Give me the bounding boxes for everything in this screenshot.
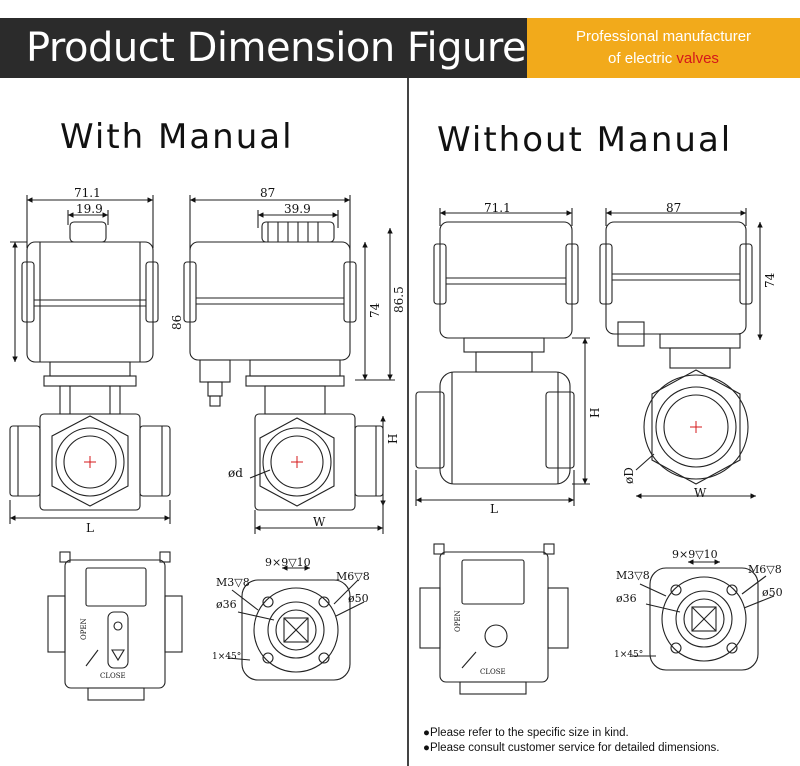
wm-spec-d36: ø36	[216, 598, 237, 611]
nm-spec-d36: ø36	[616, 592, 637, 605]
nm-front-view	[415, 208, 590, 506]
nm-dim-H: H	[588, 407, 602, 418]
wm-dim-L: L	[86, 521, 94, 535]
nm-flange-view	[632, 559, 775, 671]
tagline-box: Professional manufacturer of electric va…	[527, 18, 800, 78]
nm-spec-chamfer: 1×45°	[614, 650, 644, 660]
wm-dim-74: 74	[368, 302, 382, 318]
wm-dim-side-top: 39.9	[284, 202, 311, 216]
nm-dim-74: 74	[763, 272, 777, 288]
footnotes: ●Please refer to the specific size in ki…	[423, 726, 720, 756]
wm-spec-m3: M3▽8	[216, 576, 250, 589]
page-title: Product Dimension Figure	[26, 25, 527, 71]
wm-flange-view	[227, 565, 365, 681]
nm-dim-side-width: 87	[666, 201, 682, 215]
wm-side-view	[183, 195, 395, 534]
nm-dim-width: 71.1	[484, 201, 511, 215]
title-banner: Product Dimension Figure	[0, 18, 527, 78]
wm-dim-86-5: 86.5	[392, 286, 406, 313]
tagline-line-1: Professional manufacturer	[575, 28, 752, 45]
nm-spec-m6: M6▽8	[748, 563, 782, 576]
nm-top-view	[419, 543, 569, 695]
section-divider	[407, 78, 409, 766]
with-manual-title: With Manual	[60, 117, 294, 157]
wm-spec-d50: ø50	[348, 592, 369, 605]
wm-dim-H: H	[386, 433, 400, 444]
nm-spec-d50: ø50	[762, 586, 783, 599]
nm-spec-top: 9×9▽10	[672, 548, 718, 561]
nm-dim-L: L	[490, 502, 498, 516]
nm-close-label: CLOSE	[480, 668, 506, 676]
wm-dim-top-width: 19.9	[76, 202, 103, 216]
wm-dim-d: ød	[228, 466, 243, 480]
wm-spec-m6: M6▽8	[336, 570, 370, 583]
wm-spec-top: 9×9▽10	[265, 556, 311, 569]
nm-side-view	[599, 208, 763, 499]
nm-open-label: OPEN	[454, 610, 462, 632]
tagline-line-2: of electric valves	[527, 49, 800, 69]
without-manual-title: Without Manual	[437, 120, 733, 160]
wm-dim-W: W	[313, 515, 326, 529]
wm-dim-height: 86	[170, 314, 184, 330]
wm-spec-chamfer: 1×45°	[212, 652, 242, 662]
nm-dim-D: øD	[622, 467, 636, 484]
tagline-prefix: of electric	[608, 50, 677, 67]
wm-dim-side-width: 87	[260, 186, 276, 200]
wm-dim-width: 71.1	[74, 186, 101, 200]
wm-front-view	[9, 195, 171, 524]
tagline-accent: valves	[676, 50, 719, 67]
wm-open-label: OPEN	[80, 618, 88, 640]
note-1: ●Please refer to the specific size in ki…	[423, 727, 629, 739]
nm-dim-W: W	[694, 486, 707, 500]
note-2: ●Please consult customer service for det…	[423, 742, 720, 754]
wm-top-view	[47, 551, 183, 701]
nm-spec-m3: M3▽8	[616, 569, 650, 582]
wm-close-label: CLOSE	[100, 672, 126, 680]
